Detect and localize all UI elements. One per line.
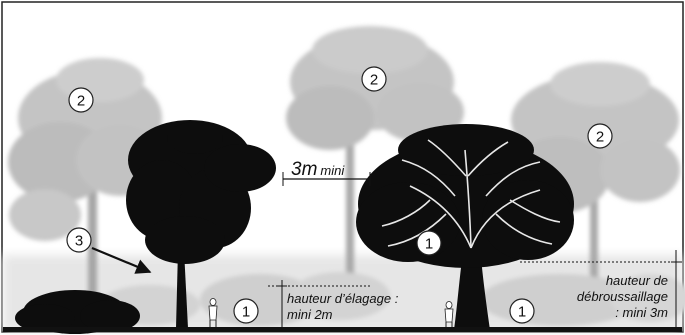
marker-pine-right-label: 2 (596, 129, 604, 146)
marker-ground-left: 1 (234, 299, 258, 323)
clearing-label-line-3: : mini 3m (540, 305, 668, 321)
marker-tree-left-callout: 3 (67, 228, 91, 252)
marker-tree-left-callout-label: 3 (75, 233, 83, 250)
marker-tree-right-label: 1 (425, 236, 433, 253)
marker-pine-left-label: 2 (77, 93, 85, 110)
pruning-label-line-2: mini 2m (287, 307, 398, 323)
marker-ground-right-label: 1 (518, 304, 526, 321)
marker-pine-right: 2 (588, 124, 612, 148)
pruning-height-label: hauteur d’élagage : mini 2m (287, 291, 398, 323)
marker-tree-right: 1 (417, 231, 441, 255)
pruning-label-line-1: hauteur d’élagage : (287, 291, 398, 307)
marker-pine-left: 2 (69, 88, 93, 112)
clearing-height-label: hauteur de débroussaillage : mini 3m (540, 273, 668, 321)
marker-ground-right: 1 (510, 299, 534, 323)
marker-pine-center: 2 (362, 67, 386, 91)
clearing-label-line-2: débroussaillage (540, 289, 668, 305)
spacing-value: 3m (291, 159, 317, 180)
marker-pine-center-label: 2 (370, 72, 378, 89)
spacing-suffix: mini (320, 163, 344, 178)
spacing-label: 3mmini (291, 159, 344, 181)
ground-line (3, 327, 682, 332)
marker-ground-left-label: 1 (242, 304, 250, 321)
clearing-label-line-1: hauteur de (540, 273, 668, 289)
